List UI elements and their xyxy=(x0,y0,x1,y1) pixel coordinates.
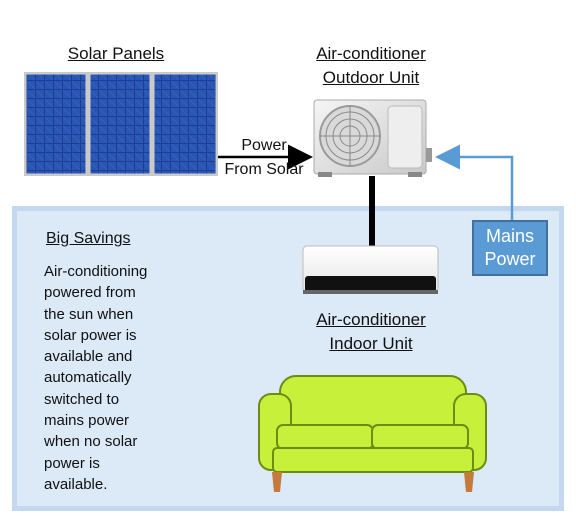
indoor-unit-title-line1: Air-conditioner xyxy=(316,310,426,329)
sofa-icon xyxy=(258,375,487,492)
power-from-solar-line1: Power xyxy=(241,137,287,154)
big-savings-text: Air-conditioning powered from the sun wh… xyxy=(44,263,148,493)
outdoor-unit-title-line1: Air-conditioner xyxy=(316,44,426,63)
mains-to-outdoor-arrow xyxy=(435,144,514,220)
outdoor-unit-title-line2: Outdoor Unit xyxy=(322,68,420,87)
power-from-solar-line2: From Solar xyxy=(224,161,304,178)
mains-power-box: Mains Power xyxy=(472,220,548,276)
indoor-ac-unit-icon xyxy=(302,245,439,294)
big-savings-heading: Big Savings xyxy=(46,230,131,247)
mains-power-line2: Power xyxy=(484,249,536,269)
mains-power-line1: Mains xyxy=(485,226,534,246)
outdoor-ac-unit-icon xyxy=(313,99,432,177)
solar-panels-title: Solar Panels xyxy=(67,44,165,63)
indoor-unit-title-line2: Indoor Unit xyxy=(329,334,413,353)
solar-panel-icon xyxy=(24,72,218,176)
